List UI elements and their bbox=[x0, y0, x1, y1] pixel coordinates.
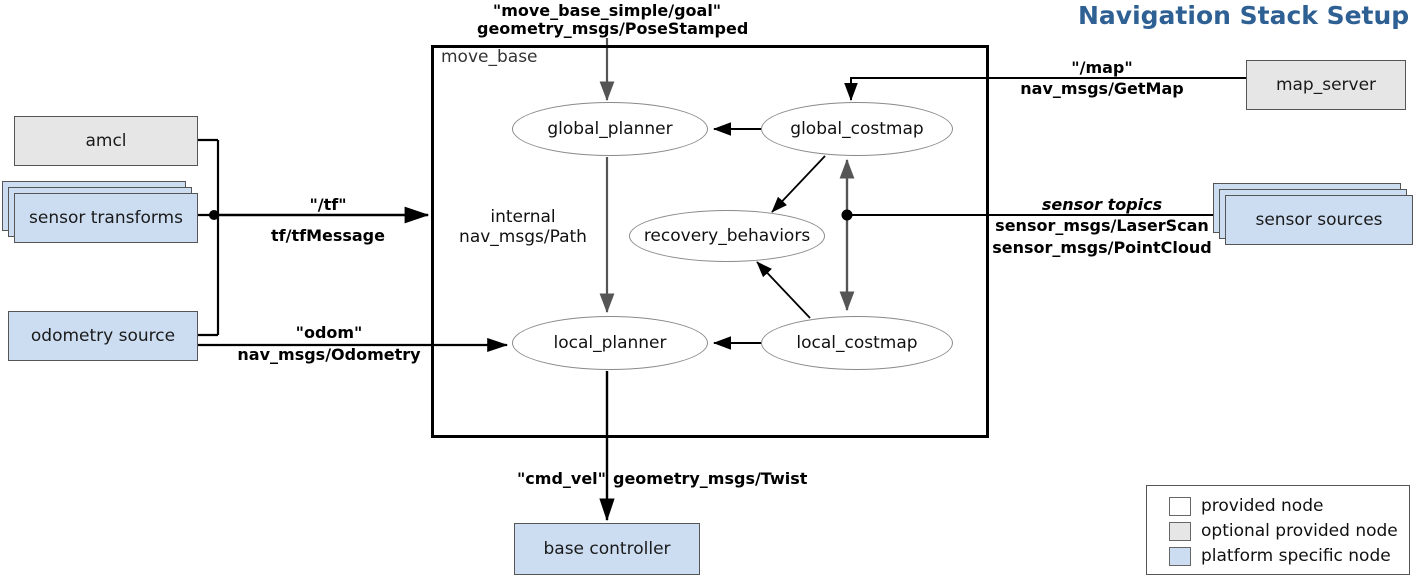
legend-swatch-optional-provided-node bbox=[1169, 521, 1191, 541]
legend-swatch-platform-specific-node bbox=[1169, 546, 1191, 566]
move-base-container bbox=[431, 45, 989, 438]
edge-label-internal: internal bbox=[490, 207, 556, 227]
node-base-controller-label: base controller bbox=[543, 538, 671, 559]
edge-label-cmdvel-type: geometry_msgs/Twist bbox=[613, 469, 808, 488]
node-sensor-transforms[interactable]: sensor transforms bbox=[14, 193, 198, 243]
node-recovery-behaviors-label: recovery_behaviors bbox=[643, 226, 811, 246]
legend-label-optional-provided-node: optional provided node bbox=[1201, 521, 1398, 541]
legend: provided node optional provided node pla… bbox=[1146, 485, 1410, 575]
node-global-planner[interactable]: global_planner bbox=[512, 102, 708, 156]
node-sensor-sources-label: sensor sources bbox=[1255, 209, 1383, 230]
node-sensor-sources[interactable]: sensor sources bbox=[1225, 195, 1413, 245]
node-amcl[interactable]: amcl bbox=[14, 116, 198, 166]
edge-label-odom-topic: "odom" bbox=[295, 323, 363, 342]
legend-item: provided node bbox=[1169, 494, 1409, 518]
edge-label-tf-topic: "/tf" bbox=[309, 195, 347, 214]
node-sensor-transforms-label: sensor transforms bbox=[29, 207, 183, 228]
node-local-costmap-label: local_costmap bbox=[796, 333, 918, 353]
edge-label-sensor-type-1: sensor_msgs/LaserScan bbox=[995, 216, 1209, 235]
node-map-server[interactable]: map_server bbox=[1246, 60, 1406, 110]
node-global-planner-label: global_planner bbox=[547, 119, 673, 139]
node-local-planner-label: local_planner bbox=[553, 333, 667, 353]
legend-item: platform specific node bbox=[1169, 544, 1409, 568]
edge-label-goal-type: geometry_msgs/PoseStamped bbox=[477, 19, 749, 38]
edge-label-internal-type: nav_msgs/Path bbox=[459, 227, 587, 247]
node-recovery-behaviors[interactable]: recovery_behaviors bbox=[629, 210, 825, 262]
edge-label-cmdvel-topic: "cmd_vel" bbox=[516, 469, 606, 488]
edge-label-odom-type: nav_msgs/Odometry bbox=[237, 345, 421, 364]
edge-label-sensor-type-2: sensor_msgs/PointCloud bbox=[992, 238, 1212, 257]
node-global-costmap[interactable]: global_costmap bbox=[761, 102, 953, 156]
legend-item: optional provided node bbox=[1169, 519, 1409, 543]
node-base-controller[interactable]: base controller bbox=[514, 523, 700, 575]
node-global-costmap-label: global_costmap bbox=[790, 119, 924, 139]
node-map-server-label: map_server bbox=[1275, 74, 1377, 95]
node-amcl-label: amcl bbox=[85, 130, 127, 151]
edge-label-goal-topic: "move_base_simple/goal" bbox=[492, 1, 722, 20]
node-local-planner[interactable]: local_planner bbox=[512, 316, 708, 370]
node-odometry-source-label: odometry source bbox=[30, 325, 176, 346]
legend-swatch-provided-node bbox=[1169, 496, 1191, 516]
page-title: Navigation Stack Setup bbox=[1078, 1, 1410, 30]
edge-label-tf-type: tf/tfMessage bbox=[271, 226, 385, 245]
edge-label-map-topic: "/map" bbox=[1071, 58, 1133, 77]
move-base-label: move_base bbox=[441, 47, 538, 67]
legend-label-provided-node: provided node bbox=[1201, 496, 1324, 516]
edge-label-map-type: nav_msgs/GetMap bbox=[1020, 79, 1184, 98]
node-odometry-source[interactable]: odometry source bbox=[8, 311, 198, 361]
edge-label-sensor-topics: sensor topics bbox=[1041, 195, 1163, 214]
legend-label-platform-specific-node: platform specific node bbox=[1201, 546, 1391, 566]
node-local-costmap[interactable]: local_costmap bbox=[761, 316, 953, 370]
